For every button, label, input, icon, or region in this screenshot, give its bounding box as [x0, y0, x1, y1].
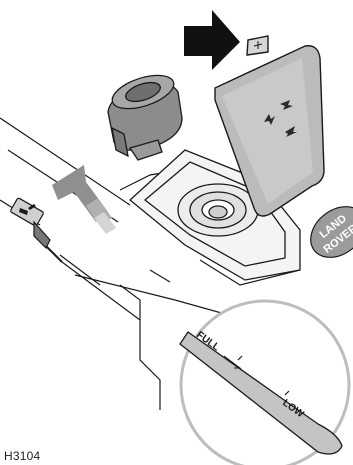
- oil-can-icon: [10, 198, 62, 262]
- figure-id-label: H3104: [4, 449, 40, 463]
- withdraw-dipstick-arrow: [52, 165, 116, 234]
- oil-fill-cap-icon: [108, 69, 182, 160]
- land-rover-badge: LAND ROVER: [301, 196, 353, 268]
- open-lid-arrow: [184, 10, 240, 70]
- dipstick-detail-zoom: FULL LOW: [180, 301, 349, 465]
- filler-neck: [178, 184, 258, 236]
